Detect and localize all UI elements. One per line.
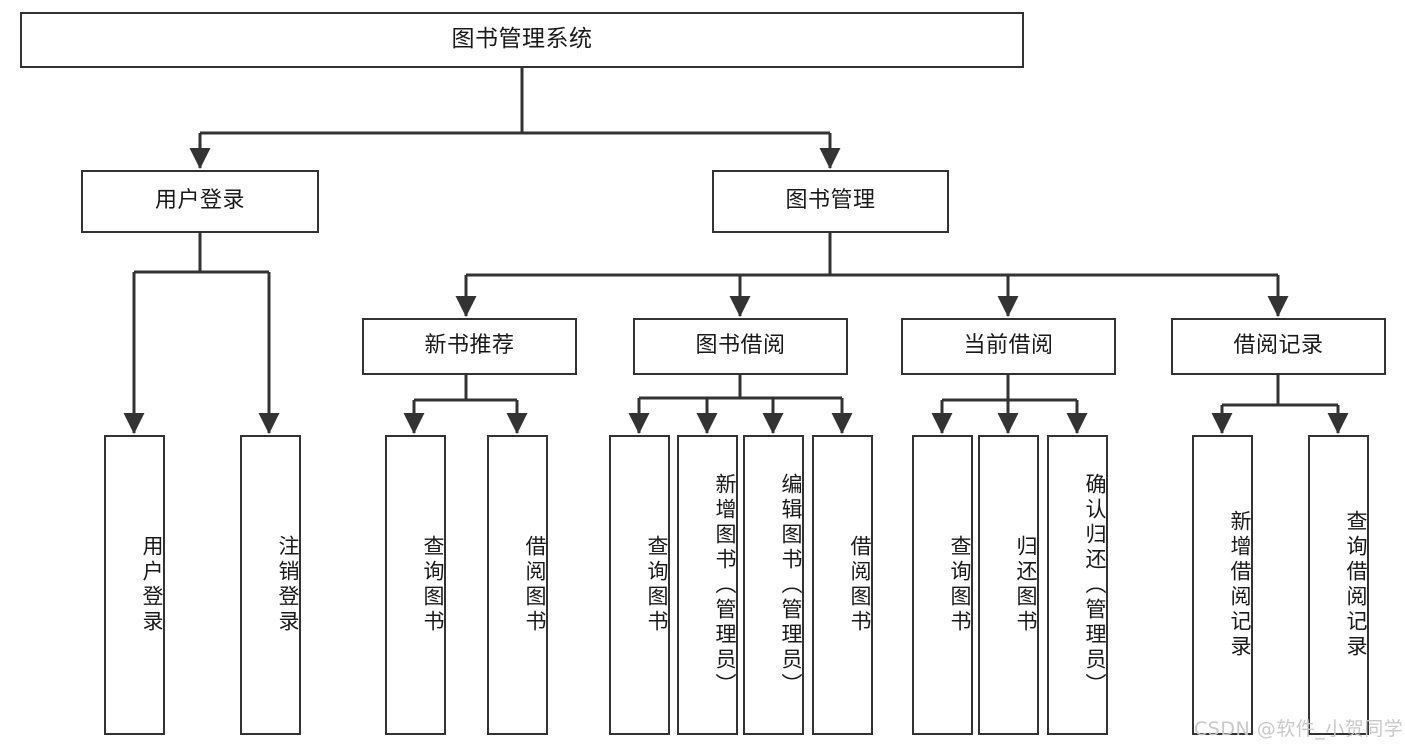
node-label: 图书管理 — [785, 188, 876, 214]
leaf-borrow-book-borrow[interactable]: 借阅图书 — [812, 435, 873, 735]
node-label: 借阅图书 — [848, 535, 872, 635]
node-label: 图书借阅 — [695, 333, 786, 359]
leaf-return-book[interactable]: 归还图书 — [978, 435, 1039, 735]
node-label: 新增图书（管理员） — [713, 472, 737, 698]
leaf-edit-book-admin[interactable]: 编辑图书（管理员） — [743, 435, 804, 735]
node-label: 注销登录 — [276, 535, 300, 635]
leaf-user-logout[interactable]: 注销登录 — [240, 435, 301, 735]
leaf-query-book-newbook[interactable]: 查询图书 — [385, 435, 446, 735]
node-user-login[interactable]: 用户登录 — [81, 170, 319, 233]
node-label: 确认归还（管理员） — [1083, 472, 1107, 698]
leaf-query-book-current[interactable]: 查询图书 — [912, 435, 973, 735]
node-label: 借阅图书 — [523, 535, 547, 635]
node-label: 归还图书 — [1014, 535, 1038, 635]
node-label: 图书管理系统 — [451, 26, 593, 53]
leaf-user-login[interactable]: 用户登录 — [104, 435, 165, 735]
node-label: 编辑图书（管理员） — [779, 472, 803, 698]
leaf-add-book-admin[interactable]: 新增图书（管理员） — [677, 435, 738, 735]
node-label: 用户登录 — [154, 188, 245, 214]
csdn-watermark: CSDN @软件_小贺同学 — [1194, 718, 1404, 740]
leaf-query-borrow-record[interactable]: 查询借阅记录 — [1308, 435, 1369, 735]
node-borrow-record[interactable]: 借阅记录 — [1171, 318, 1386, 375]
node-label: 当前借阅 — [963, 333, 1054, 359]
node-label: 借阅记录 — [1233, 333, 1324, 359]
node-book-borrow[interactable]: 图书借阅 — [633, 318, 848, 375]
node-label: 查询借阅记录 — [1344, 510, 1368, 660]
node-label: 查询图书 — [421, 535, 445, 635]
node-label: 新增借阅记录 — [1228, 510, 1252, 660]
node-label: 用户登录 — [140, 535, 164, 635]
node-label: 查询图书 — [645, 535, 669, 635]
node-root-system[interactable]: 图书管理系统 — [20, 12, 1024, 68]
leaf-add-borrow-record[interactable]: 新增借阅记录 — [1192, 435, 1253, 735]
node-book-management[interactable]: 图书管理 — [712, 170, 949, 233]
node-label: 查询图书 — [948, 535, 972, 635]
node-label: 新书推荐 — [424, 333, 515, 359]
node-new-book-recommend[interactable]: 新书推荐 — [362, 318, 577, 375]
leaf-borrow-book-newbook[interactable]: 借阅图书 — [487, 435, 548, 735]
leaf-query-book-borrow[interactable]: 查询图书 — [609, 435, 670, 735]
node-current-borrow[interactable]: 当前借阅 — [901, 318, 1116, 375]
leaf-confirm-return-admin[interactable]: 确认归还（管理员） — [1047, 435, 1108, 735]
